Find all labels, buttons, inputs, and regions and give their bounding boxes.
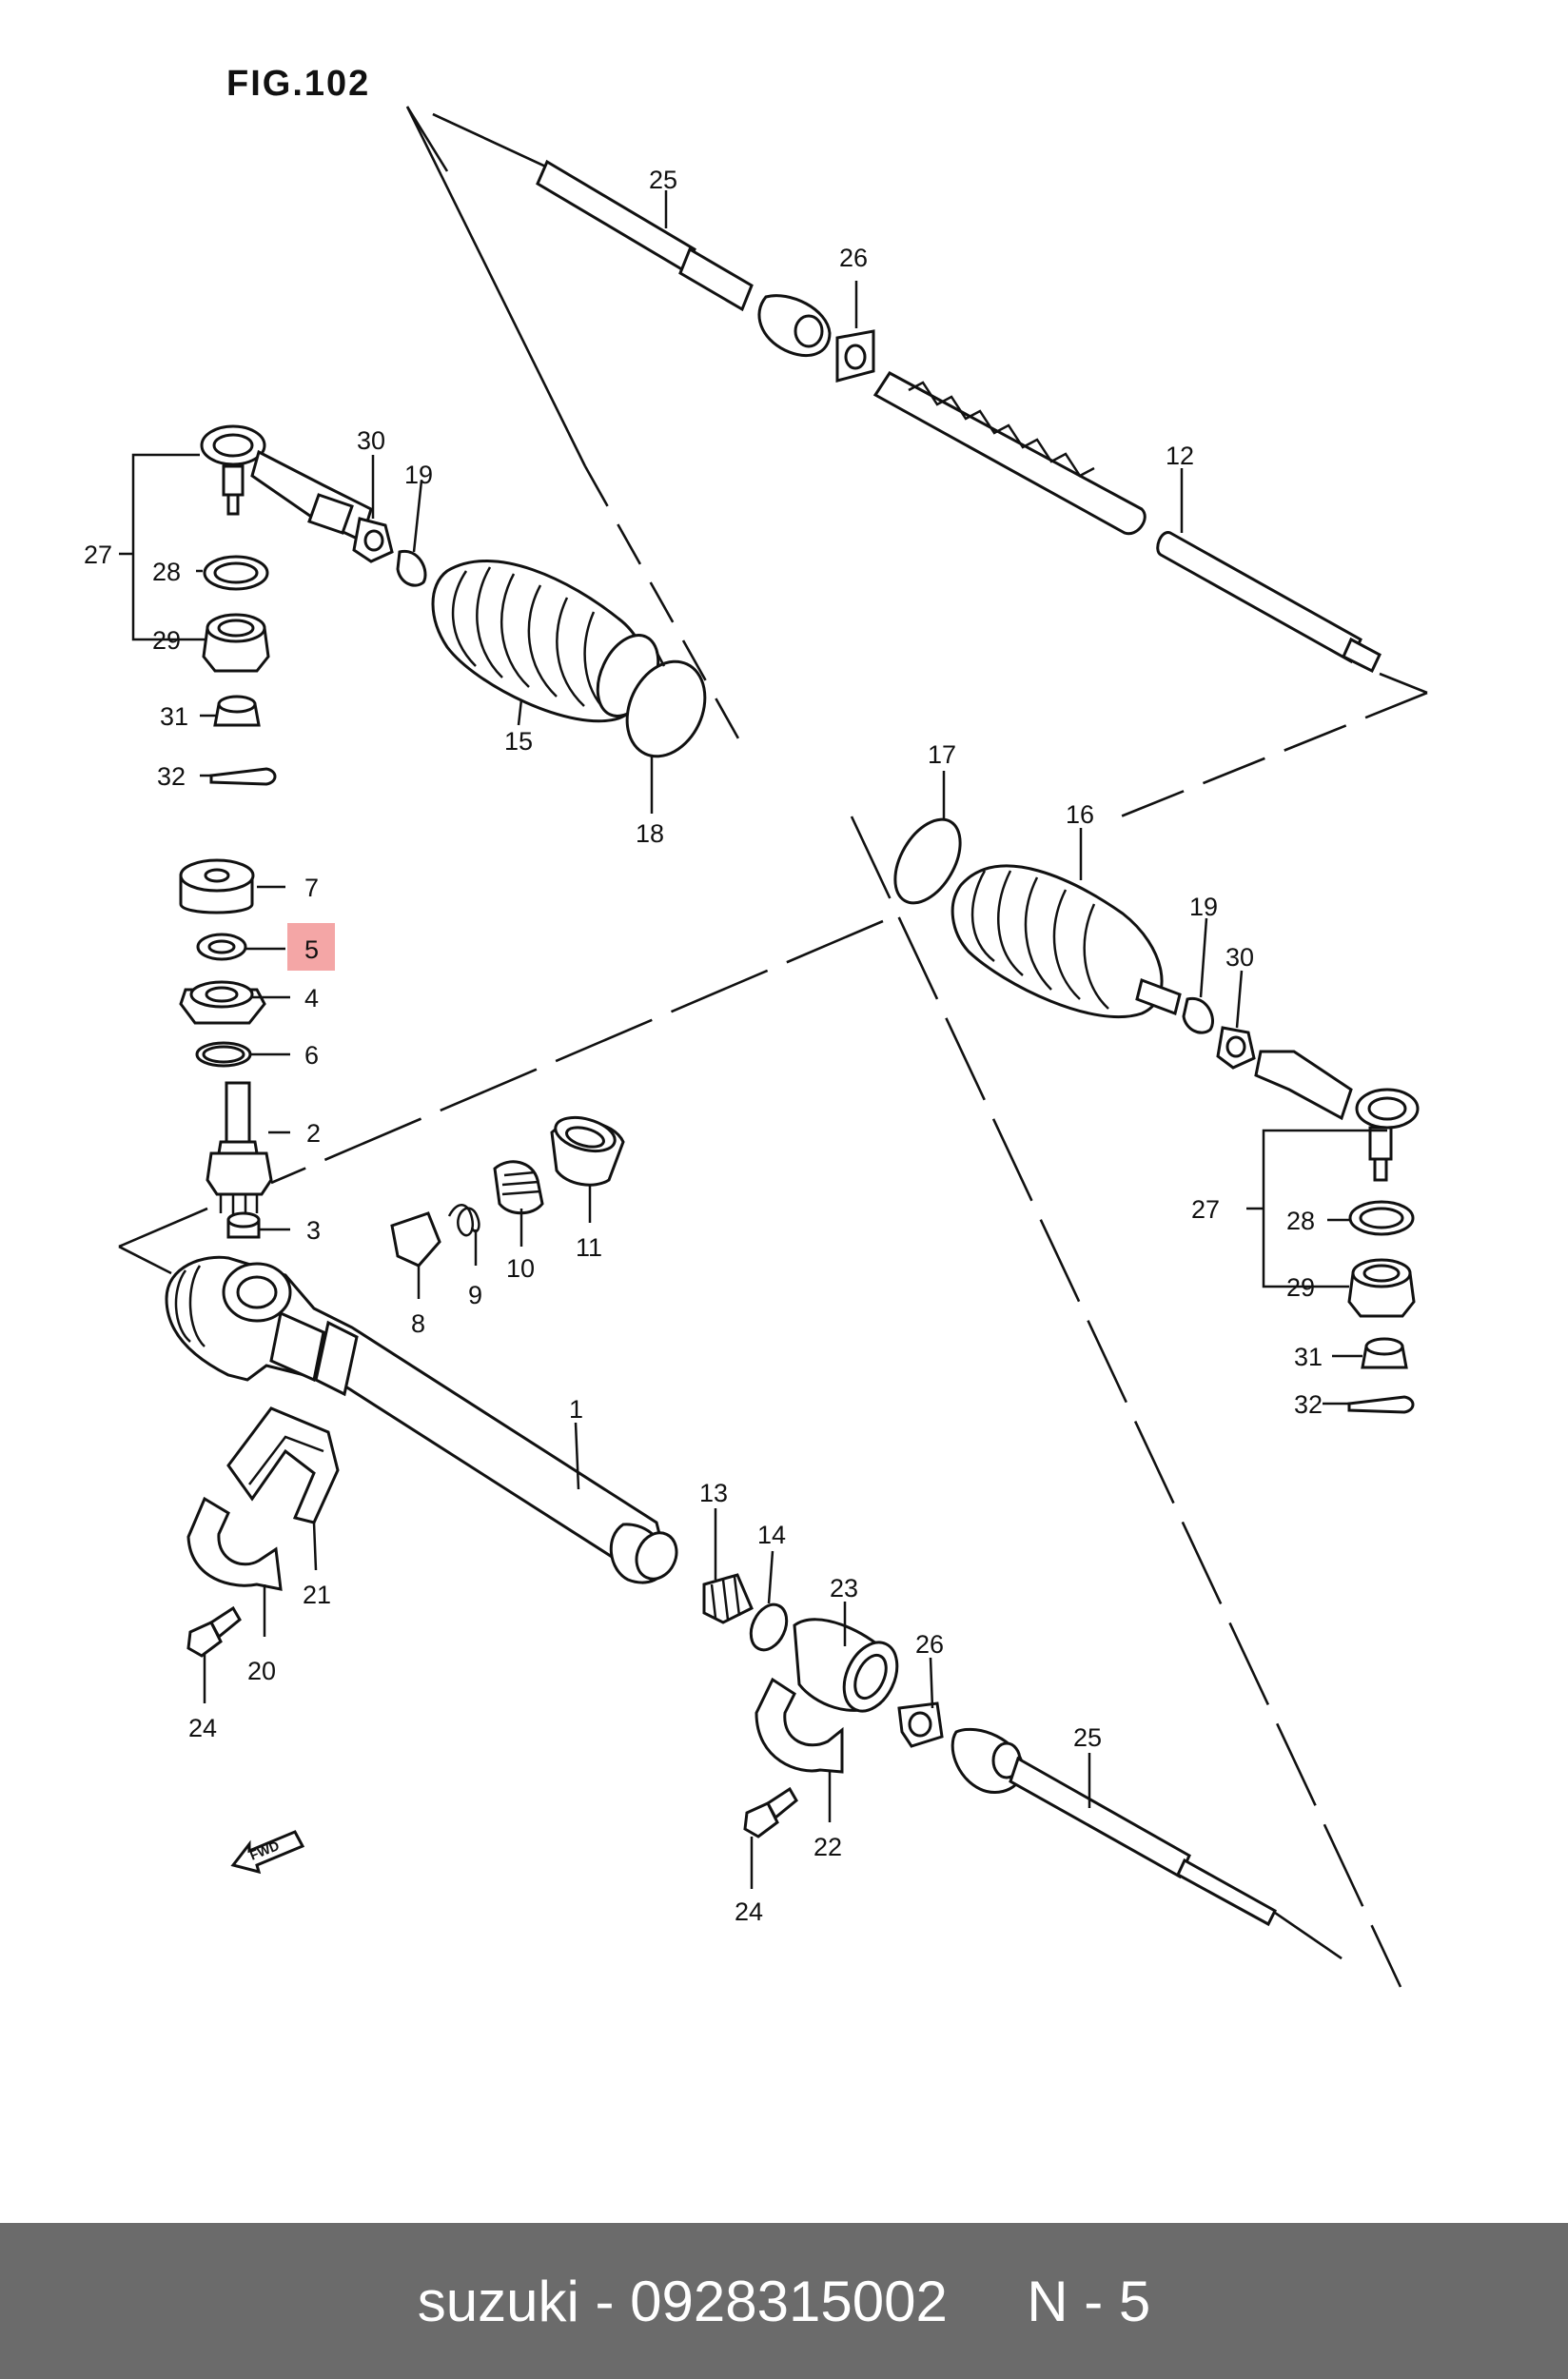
- band-right-17: [893, 817, 962, 905]
- tie-rod-inner-upper: [432, 112, 832, 358]
- clip-right-19: [1182, 996, 1214, 1034]
- callout-16: 16: [1066, 800, 1094, 829]
- leader-lines: [119, 190, 1387, 1889]
- callout-7: 7: [304, 874, 319, 902]
- callout-2: 2: [306, 1119, 321, 1148]
- callout-14: 14: [757, 1521, 786, 1549]
- callout-8: 8: [411, 1309, 425, 1338]
- adjuster-nut-4: [179, 980, 266, 1025]
- callout-18: 18: [636, 819, 664, 848]
- clip-upper-19: [396, 549, 427, 587]
- band-upper-18: [625, 651, 707, 758]
- bearing-3: [226, 1211, 261, 1239]
- pinion-shaft-2: [206, 1081, 273, 1216]
- callout-17: 17: [928, 740, 956, 769]
- callout-15: 15: [504, 727, 533, 756]
- callout-29: 29: [152, 626, 181, 655]
- bolt-24-right: [743, 1786, 798, 1838]
- bushing-right-29: [1347, 1258, 1416, 1318]
- callout-24: 24: [188, 1714, 217, 1742]
- nut-right-30: [1216, 1026, 1256, 1070]
- bushing-upper-29: [202, 613, 270, 673]
- callout-1: 1: [569, 1395, 583, 1424]
- o-ring-6: [195, 1041, 252, 1068]
- callout-28-right: 28: [1286, 1207, 1315, 1235]
- boot-right-16: [951, 864, 1182, 1019]
- cotter-pin-right-32: [1347, 1395, 1415, 1414]
- clamp-22: [755, 1677, 844, 1774]
- callout-31-right: 31: [1294, 1343, 1323, 1371]
- callout-19: 19: [404, 461, 433, 489]
- callout-5: 5: [304, 935, 319, 964]
- callout-32-right: 32: [1294, 1390, 1323, 1419]
- tie-rod-end-upper: [200, 424, 373, 543]
- callout-3: 3: [306, 1216, 321, 1245]
- oil-seal-5: [196, 933, 247, 961]
- callout-labels: 25 26 12 30 19 27 28 29 31 32 15 18 17 1…: [84, 166, 1323, 1926]
- callout-30: 30: [357, 426, 385, 455]
- callout-12: 12: [1166, 442, 1194, 470]
- parts-diagram: FIG.102: [84, 64, 1428, 1988]
- nut-upper-30: [352, 517, 394, 563]
- spring-9: [447, 1204, 480, 1237]
- bolt-24-left: [186, 1605, 242, 1658]
- part-number-caption: suzuki - 0928315002 N - 5: [417, 2269, 1151, 2333]
- lock-washer-upper: [835, 329, 875, 383]
- seal-right-28: [1348, 1200, 1415, 1236]
- callout-29-right: 29: [1286, 1273, 1315, 1302]
- callout-19-right: 19: [1189, 893, 1218, 921]
- rack-end-plug-23: [793, 1618, 899, 1713]
- bushing-13: [702, 1573, 754, 1624]
- highlight-part-5: [287, 923, 335, 971]
- callout-21: 21: [303, 1581, 331, 1609]
- callout-20: 20: [247, 1657, 276, 1685]
- callout-25: 25: [649, 166, 677, 194]
- callout-30-right: 30: [1225, 943, 1254, 972]
- callout-22: 22: [813, 1833, 842, 1861]
- gear-housing-1: [165, 1255, 678, 1584]
- callout-13: 13: [699, 1479, 728, 1507]
- footer-bar: suzuki - 0928315002 N - 5: [0, 2223, 1568, 2379]
- figure-title: FIG.102: [226, 64, 370, 104]
- locknut-11: [550, 1115, 625, 1187]
- callout-28: 28: [152, 558, 181, 586]
- castle-nut-right-31: [1361, 1337, 1408, 1369]
- callout-25-lower: 25: [1073, 1723, 1102, 1752]
- o-ring-14: [749, 1602, 789, 1652]
- bracket-21: [226, 1406, 340, 1524]
- callout-9: 9: [468, 1281, 482, 1309]
- callout-31: 31: [160, 702, 188, 731]
- callout-27-right: 27: [1191, 1195, 1220, 1224]
- exploded-view-frame-bottom: [118, 919, 884, 1275]
- castle-nut-upper-31: [213, 695, 261, 727]
- seal-upper-28: [203, 555, 269, 591]
- rack-bar: [872, 371, 1382, 674]
- dust-cover-7: [179, 858, 255, 914]
- lock-washer-26-lower: [897, 1701, 944, 1748]
- callout-26-lower: 26: [915, 1630, 944, 1659]
- callout-4: 4: [304, 984, 319, 1013]
- exploded-view-frame-right: [850, 672, 1428, 1988]
- cotter-pin-upper-32: [209, 767, 277, 786]
- callout-6: 6: [304, 1041, 319, 1070]
- callout-11: 11: [576, 1233, 602, 1262]
- callout-32: 32: [157, 762, 186, 791]
- callout-26: 26: [839, 244, 868, 272]
- forward-direction-arrow: FWD: [230, 1830, 305, 1875]
- callout-23: 23: [830, 1574, 858, 1602]
- rack-guide-8: [390, 1211, 441, 1268]
- adjuster-screw-10: [493, 1160, 544, 1215]
- tie-rod-end-right: [1254, 1050, 1420, 1182]
- callout-24-lower: 24: [735, 1897, 763, 1926]
- callout-10: 10: [506, 1254, 535, 1283]
- clamp-20: [186, 1496, 283, 1591]
- callout-27: 27: [84, 541, 112, 569]
- tie-rod-inner-lower: [951, 1727, 1343, 1960]
- exploded-view-frame-top: [405, 106, 749, 755]
